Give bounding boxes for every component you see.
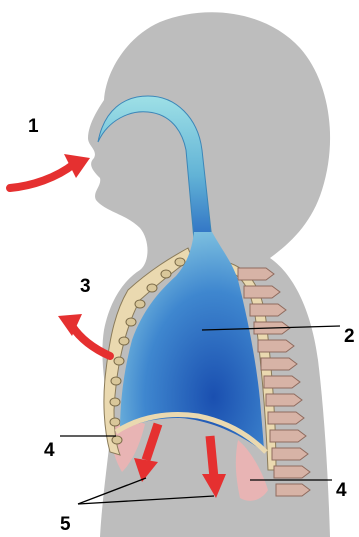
label-4-right: 4 <box>336 480 347 501</box>
label-5: 5 <box>60 514 71 535</box>
arrow-diaphragm-right <box>210 436 214 478</box>
label-4-left: 4 <box>44 440 55 461</box>
label-2: 2 <box>344 326 355 347</box>
arrow-inhalation-1 <box>10 164 74 188</box>
label-1: 1 <box>28 116 39 137</box>
label-3: 3 <box>80 276 91 297</box>
